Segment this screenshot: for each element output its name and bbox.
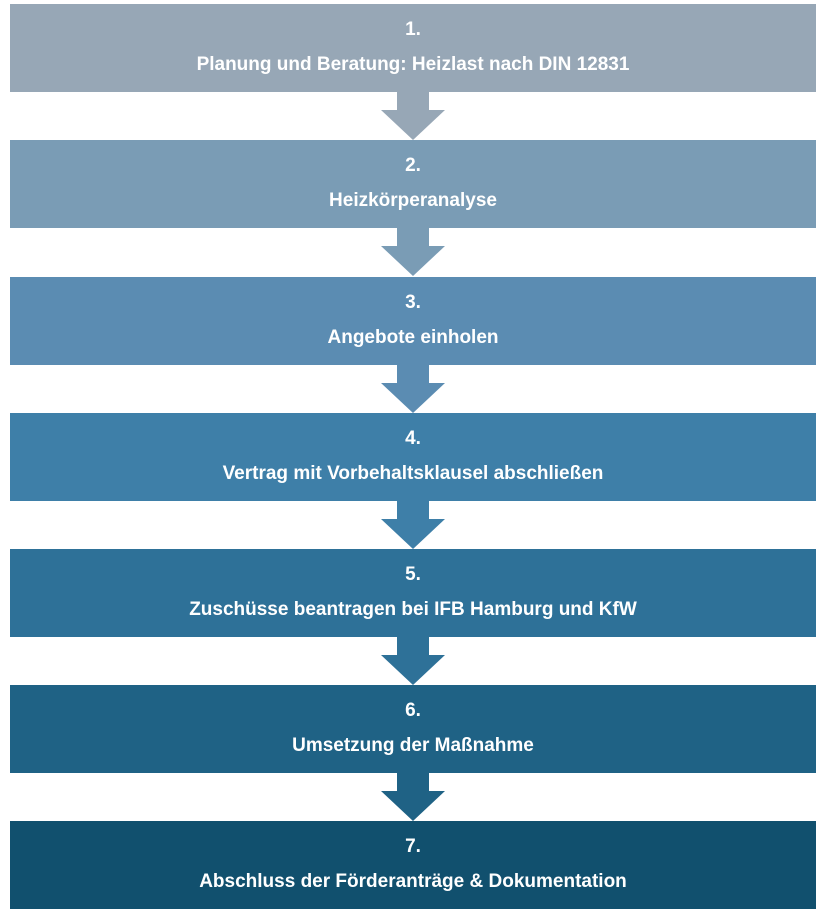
down-arrow-icon [381, 637, 445, 685]
step-2-label: Heizkörperanalyse [329, 190, 497, 211]
step-4-number: 4. [405, 428, 421, 449]
down-arrow-icon [381, 228, 445, 276]
step-3-label: Angebote einholen [327, 327, 499, 348]
step-5-box: 5. Zuschüsse beantragen bei IFB Hamburg … [10, 549, 816, 637]
step-4-label: Vertrag mit Vorbehaltsklausel abschließe… [222, 463, 604, 484]
step-6-box: 6. Umsetzung der Maßnahme [10, 685, 816, 773]
down-arrow-icon [381, 92, 445, 140]
step-5-number: 5. [405, 564, 421, 585]
down-arrow-icon [381, 365, 445, 413]
step-6-number: 6. [405, 700, 421, 721]
down-arrow-icon [381, 773, 445, 821]
step-1-box: 1. Planung und Beratung: Heizlast nach D… [10, 4, 816, 92]
step-5-label: Zuschüsse beantragen bei IFB Hamburg und… [189, 599, 637, 620]
step-1-label: Planung und Beratung: Heizlast nach DIN … [196, 54, 630, 75]
step-2-box: 2. Heizkörperanalyse [10, 140, 816, 228]
step-6-label: Umsetzung der Maßnahme [292, 735, 534, 756]
step-7-number: 7. [405, 836, 421, 857]
step-1-number: 1. [405, 19, 421, 40]
step-3-box: 3. Angebote einholen [10, 277, 816, 365]
step-4-box: 4. Vertrag mit Vorbehaltsklausel abschli… [10, 413, 816, 501]
step-7-box: 7. Abschluss der Förderanträge & Dokumen… [10, 821, 816, 909]
step-3-number: 3. [405, 292, 421, 313]
step-2-number: 2. [405, 155, 421, 176]
down-arrow-icon [381, 501, 445, 549]
step-7-label: Abschluss der Förderanträge & Dokumentat… [199, 871, 627, 892]
